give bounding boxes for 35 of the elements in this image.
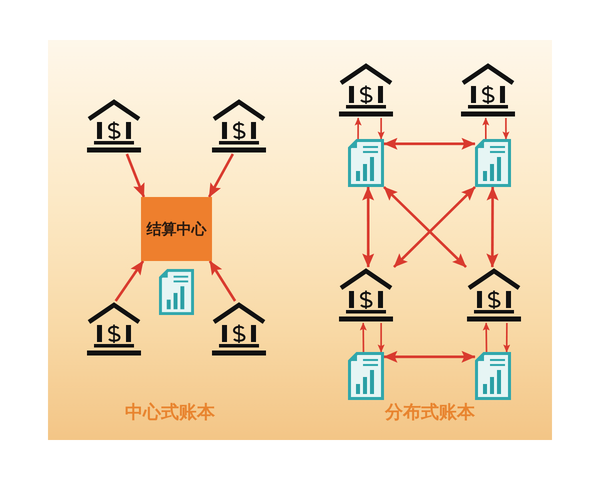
box-label: 结算中心 — [146, 220, 206, 238]
bank-icon — [211, 98, 267, 154]
arrow — [503, 323, 510, 352]
double-arrow — [393, 186, 476, 268]
double-arrow — [383, 186, 467, 268]
bank-icon — [466, 267, 522, 323]
document-chart-icon — [348, 139, 384, 187]
double-arrow — [384, 350, 476, 363]
bank-icon — [86, 301, 142, 357]
process-box — [141, 197, 212, 261]
arrow — [502, 118, 510, 140]
bank-icon — [338, 62, 394, 118]
document-chart-icon — [475, 352, 511, 400]
arrow — [378, 323, 385, 352]
document-chart-icon — [159, 269, 194, 315]
bank-icon — [211, 301, 267, 357]
double-arrow — [384, 138, 476, 150]
bank-icon — [338, 267, 394, 323]
panel-caption: 分布式账本 — [385, 402, 475, 424]
double-arrow — [486, 186, 499, 268]
arrow — [360, 322, 367, 352]
arrow — [482, 322, 490, 352]
double-arrow — [362, 186, 374, 268]
bank-icon — [460, 62, 516, 118]
arrow — [126, 154, 146, 198]
arrow — [114, 260, 144, 302]
bank-icon — [86, 98, 142, 154]
arrow — [208, 153, 234, 198]
arrow — [378, 118, 385, 140]
document-chart-icon — [348, 352, 384, 400]
panel-caption: 中心式账本 — [125, 402, 215, 424]
arrow — [208, 260, 236, 302]
arrow — [482, 118, 490, 139]
arrow — [354, 118, 362, 139]
document-chart-icon — [475, 139, 511, 187]
